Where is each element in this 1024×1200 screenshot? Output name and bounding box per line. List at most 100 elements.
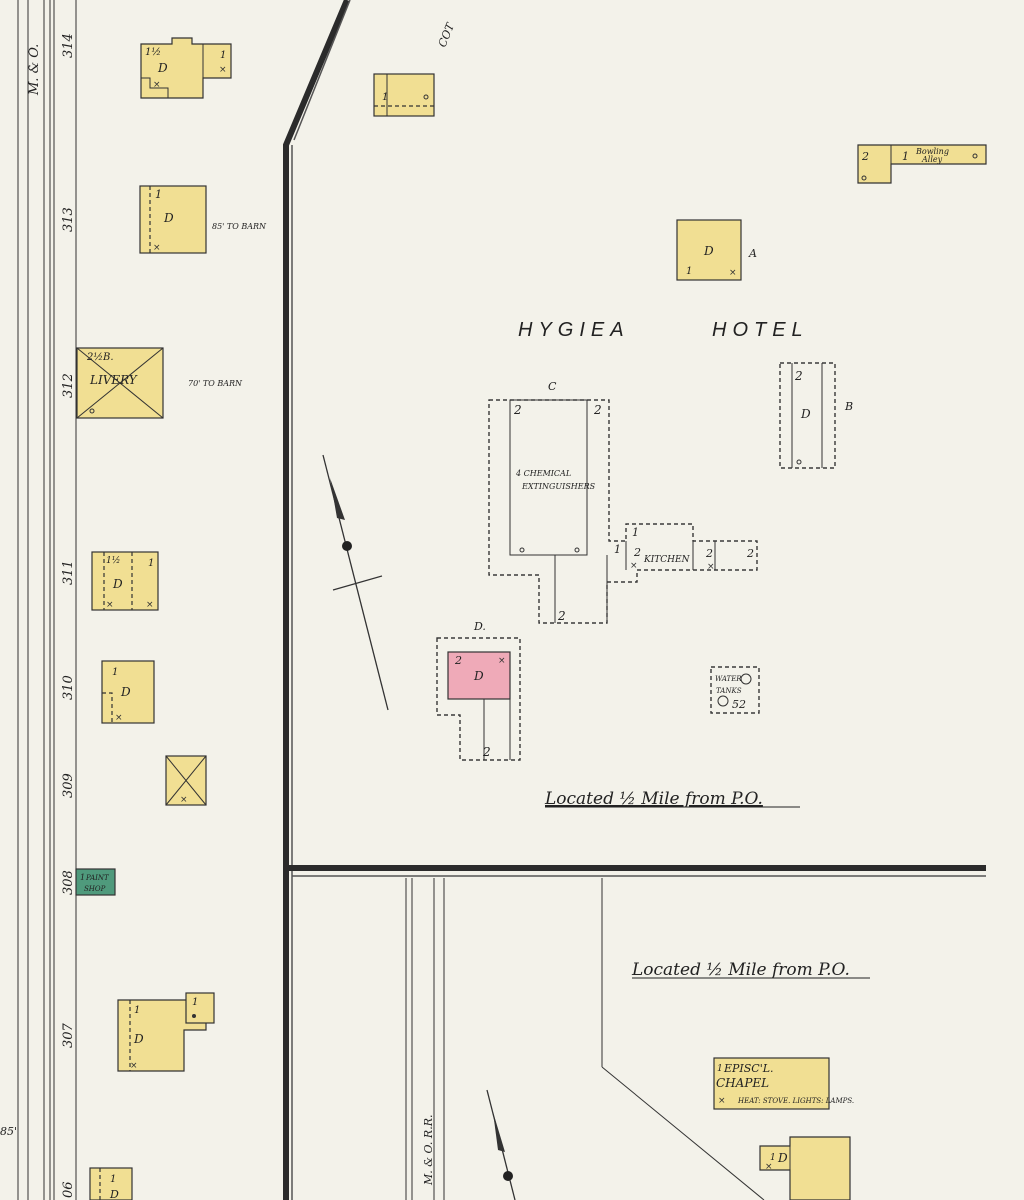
distance-note-hotel: Located ½ Mile from P.O. bbox=[544, 789, 763, 809]
lot-307-dwelling: 1 D × 1 bbox=[117, 992, 215, 1072]
lot-309-shed: × bbox=[165, 755, 207, 806]
svg-text:1: 1 bbox=[632, 526, 639, 539]
svg-text:D: D bbox=[112, 577, 123, 591]
kitchen-label: KITCHEN bbox=[643, 555, 691, 565]
railroad-label-bottom: M. & O. R.R. bbox=[422, 1115, 435, 1186]
svg-text:52: 52 bbox=[732, 698, 746, 711]
svg-text:×: × bbox=[718, 1096, 726, 1106]
svg-text:2: 2 bbox=[861, 150, 869, 163]
svg-text:D: D bbox=[473, 669, 484, 683]
svg-text:×: × bbox=[707, 562, 715, 572]
svg-text:SHOP: SHOP bbox=[84, 885, 106, 893]
svg-text:2: 2 bbox=[746, 547, 754, 560]
lot-number: 308 bbox=[61, 870, 76, 895]
lot-number: 312 bbox=[61, 373, 76, 398]
railroad-left: M. & O. bbox=[17, 0, 77, 1200]
svg-text:1: 1 bbox=[902, 150, 909, 163]
svg-text:D: D bbox=[109, 1188, 119, 1200]
lot-number: 06 bbox=[61, 1181, 76, 1198]
svg-text:×: × bbox=[130, 1061, 138, 1071]
svg-text:D.: D. bbox=[473, 620, 486, 633]
svg-text:D: D bbox=[777, 1151, 788, 1165]
svg-text:Alley: Alley bbox=[921, 155, 943, 164]
building-a: D 1 × A bbox=[676, 219, 757, 281]
lot-310-dwelling: 1 D × bbox=[101, 660, 155, 724]
top-shed: 1 bbox=[373, 73, 435, 117]
svg-text:1: 1 bbox=[112, 667, 118, 678]
svg-text:2: 2 bbox=[557, 609, 566, 623]
lot-number: 313 bbox=[61, 207, 76, 232]
svg-text:2: 2 bbox=[513, 403, 522, 417]
block-boundaries bbox=[283, 0, 986, 1200]
episcopal-chapel: 1 EPISC'L. CHAPEL HEAT: STOVE. LIGHTS: L… bbox=[713, 1057, 854, 1110]
building-b: 2 D B bbox=[779, 362, 853, 469]
bowling-alley-label: Bowling bbox=[915, 147, 949, 156]
svg-text:C: C bbox=[548, 380, 557, 393]
livery-stable: 2½B. LIVERY 70' TO BARN bbox=[76, 347, 243, 419]
lot-311-dwelling: 1½ 1 D × × bbox=[91, 551, 159, 611]
svg-text:×: × bbox=[219, 65, 227, 75]
svg-text:D: D bbox=[163, 211, 174, 225]
svg-text:D: D bbox=[703, 244, 714, 258]
svg-text:×: × bbox=[180, 795, 188, 805]
svg-text:×: × bbox=[115, 713, 123, 723]
bowling-alley: 2 1 Bowling Alley bbox=[857, 144, 987, 184]
svg-text:×: × bbox=[765, 1162, 773, 1172]
livery-label: LIVERY bbox=[89, 373, 138, 387]
svg-text:D: D bbox=[120, 685, 131, 699]
svg-text:2: 2 bbox=[633, 546, 641, 559]
svg-text:1: 1 bbox=[110, 1174, 116, 1185]
lot-number: 307 bbox=[61, 1022, 76, 1048]
svg-text:1½: 1½ bbox=[106, 555, 120, 566]
svg-text:1: 1 bbox=[220, 50, 226, 61]
lot-306-dwelling: 1 D bbox=[89, 1167, 133, 1200]
margin-note: 85' bbox=[0, 1125, 17, 1138]
svg-text:×: × bbox=[498, 656, 506, 666]
lot-314-dwelling: 1½ D 1 × × bbox=[140, 37, 232, 99]
svg-text:TANKS: TANKS bbox=[716, 687, 742, 695]
lot-number: 311 bbox=[61, 560, 76, 585]
lower-lot-lines bbox=[601, 878, 765, 1200]
hotel-title-word1: HYGIEA bbox=[518, 319, 630, 341]
svg-text:EXTINGUISHERS: EXTINGUISHERS bbox=[521, 482, 596, 491]
svg-text:WATER: WATER bbox=[715, 675, 742, 683]
svg-text:2½B.: 2½B. bbox=[86, 352, 114, 363]
lower-dwelling: 1 D × bbox=[759, 1136, 851, 1200]
north-arrow-icon bbox=[486, 1089, 516, 1200]
lot-number: 314 bbox=[61, 33, 76, 58]
chapel-label: EPISC'L. bbox=[723, 1062, 774, 1075]
svg-text:×: × bbox=[153, 80, 161, 90]
svg-text:×: × bbox=[630, 561, 638, 571]
svg-text:×: × bbox=[153, 243, 161, 253]
lot-numbers: 314 313 312 311 310 309 308 307 06 85' bbox=[0, 33, 76, 1198]
svg-text:1½: 1½ bbox=[145, 47, 161, 58]
building-d: D. 2 D × 2 bbox=[436, 620, 521, 761]
hotel-title-word2: HOTEL bbox=[712, 319, 809, 341]
building-c-main-hotel: C 2 2 4 CHEMICAL EXTINGUISHERS 2 1 1 2 K… bbox=[488, 380, 758, 624]
svg-text:1: 1 bbox=[148, 558, 154, 569]
lot-number: 310 bbox=[61, 675, 76, 700]
barn-distance-note: 70' TO BARN bbox=[188, 379, 243, 388]
svg-text:1: 1 bbox=[192, 997, 198, 1008]
svg-text:2: 2 bbox=[454, 654, 462, 667]
lot-313-dwelling: 1 D × 85' TO BARN bbox=[139, 185, 267, 254]
svg-text:1: 1 bbox=[686, 266, 692, 277]
svg-text:B: B bbox=[844, 400, 853, 413]
lot-number: 309 bbox=[61, 773, 76, 798]
railroad-bottom: M. & O. R.R. bbox=[405, 878, 445, 1200]
svg-text:CHAPEL: CHAPEL bbox=[716, 1076, 769, 1090]
svg-text:1: 1 bbox=[155, 188, 162, 201]
svg-text:1: 1 bbox=[382, 92, 388, 103]
svg-text:2: 2 bbox=[482, 745, 491, 759]
svg-text:PAINT: PAINT bbox=[85, 874, 110, 882]
svg-text:2: 2 bbox=[705, 547, 713, 560]
svg-text:1: 1 bbox=[80, 873, 85, 882]
extinguishers-note: 4 CHEMICAL bbox=[515, 469, 571, 478]
water-tanks: WATER TANKS 52 bbox=[710, 666, 760, 714]
railroad-label-left: M. & O. bbox=[27, 44, 42, 96]
svg-text:A: A bbox=[748, 247, 757, 260]
svg-text:1: 1 bbox=[770, 1153, 776, 1163]
chapel-heat-light-note: HEAT: STOVE. LIGHTS: LAMPS. bbox=[737, 1097, 854, 1105]
svg-text:1: 1 bbox=[134, 1005, 140, 1016]
